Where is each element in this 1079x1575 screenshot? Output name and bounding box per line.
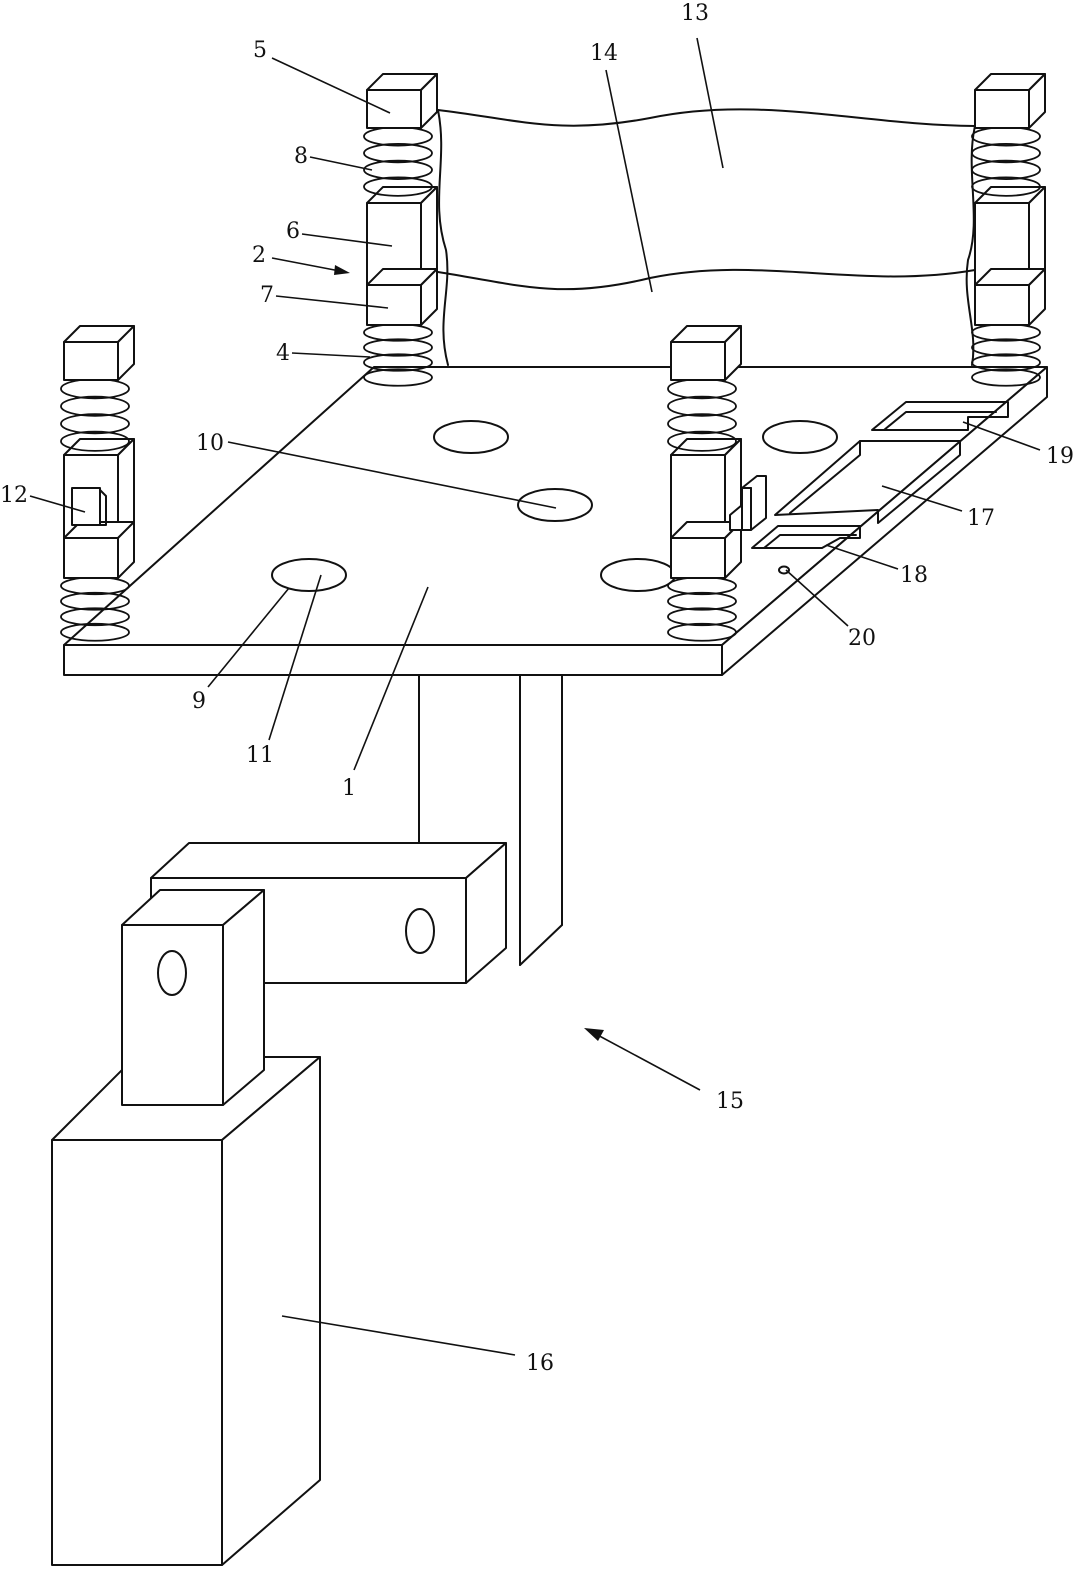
post-front-left-lower-spring-coil-0 [61,577,129,594]
post-rear-left-upper-spring-coil-0 [364,127,432,145]
label-15: 15 [716,1089,744,1114]
label-11: 11 [246,743,274,768]
label-18: 18 [900,563,928,588]
post-rear-left-lower-body-front [367,285,421,325]
label-2: 2 [252,243,266,268]
label-8: 8 [294,144,308,169]
post-front-right-cap-front [671,342,725,380]
label-6: 6 [286,219,300,244]
label-7: 7 [260,283,274,308]
post-front-right-lower-body-front [671,538,725,578]
post-front-left-upper-spring-coil-1 [61,397,129,416]
post-front-left-upper-spring-coil-2 [61,414,129,433]
post-rear-left-cap-front [367,90,421,128]
label-9: 9 [192,689,206,714]
label-17: 17 [967,506,995,531]
post-rear-right-upper-spring-coil-2 [972,161,1040,179]
connector-block [122,890,264,1105]
label-12: 12 [0,483,28,508]
post-rear-left-lower-spring-coil-0 [364,324,432,341]
label-10: 10 [196,431,224,456]
post-front-left-cap-front [64,342,118,380]
switch-12 [72,488,100,525]
post-rear-right-lower-spring-coil-1 [972,339,1040,356]
post-rear-right-upper-spring-coil-0 [972,127,1040,145]
label-16: 16 [526,1351,554,1376]
label-13: 13 [681,1,709,26]
post-rear-right-cap-front [975,90,1029,128]
label-19: 19 [1046,444,1074,469]
post-rear-left-upper-spring-coil-2 [364,161,432,179]
post-front-left-upper-spring-coil-0 [61,379,129,398]
post-front-left-lower-body-front [64,538,118,578]
label-20: 20 [848,626,876,651]
label-4: 4 [276,341,290,366]
post-rear-right-upper-spring-coil-1 [972,144,1040,162]
label-14: 14 [590,41,618,66]
motor-housing [52,1057,320,1565]
label-1: 1 [342,776,356,801]
post-rear-right-lower-spring-coil-0 [972,324,1040,341]
label-5: 5 [253,38,267,63]
post-rear-left-upper-spring-coil-1 [364,144,432,162]
post-rear-left-lower-spring-coil-1 [364,339,432,356]
base-plate [64,367,1047,675]
post-rear-right-lower-body-front [975,285,1029,325]
